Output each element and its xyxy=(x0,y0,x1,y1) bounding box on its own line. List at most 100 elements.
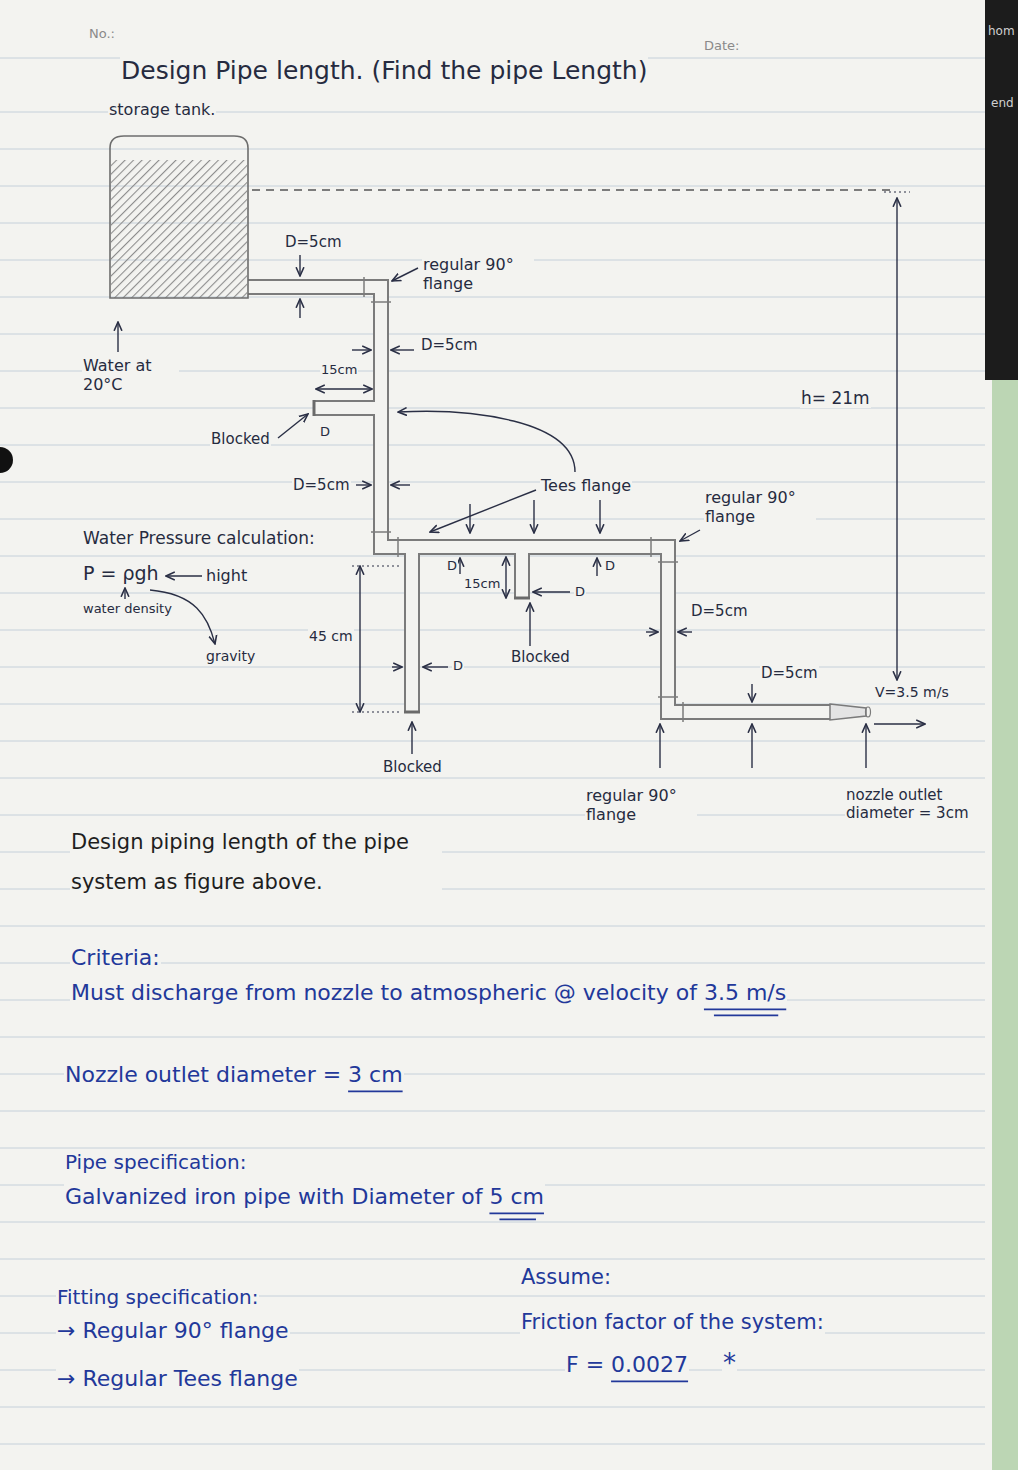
tank-outline xyxy=(110,136,248,298)
tank-outline xyxy=(108,134,250,300)
diameter-label: D=5cm xyxy=(690,602,749,620)
leader-arrow xyxy=(459,558,460,574)
tank-outline xyxy=(111,160,247,298)
water-level-line xyxy=(252,189,890,191)
ruled-line xyxy=(0,1148,985,1149)
leader-arrow xyxy=(874,723,925,724)
fitting-label: regular 90° flange xyxy=(704,488,816,526)
pipe-wall xyxy=(248,287,830,712)
blocked-label: Blocked xyxy=(382,758,443,776)
velocity-label: V=3.5 m/s xyxy=(874,684,950,701)
pipe-wall xyxy=(248,287,830,712)
green-strip xyxy=(992,380,1018,1470)
ruled-line xyxy=(0,1111,985,1112)
ruled-line xyxy=(0,815,985,816)
flange-mark xyxy=(363,277,365,297)
underline xyxy=(611,1381,688,1383)
pipe-wall xyxy=(314,402,381,414)
leader-arrow xyxy=(278,414,308,438)
flange-mark xyxy=(371,531,391,533)
mark-symbol: * xyxy=(722,1348,737,1379)
dimension-label: 15cm xyxy=(463,576,501,592)
underline xyxy=(489,1213,544,1215)
blocked-label: Blocked xyxy=(210,430,271,448)
diameter-label: D xyxy=(574,584,586,600)
leader-arrow xyxy=(411,722,412,754)
page-field: No.: xyxy=(88,26,116,42)
ruled-line xyxy=(0,926,985,927)
assumption-text: Friction factor of the system: xyxy=(520,1310,825,1335)
underline xyxy=(348,1091,403,1093)
ruled-line xyxy=(0,556,985,557)
pipe-wall xyxy=(248,287,830,712)
dimension-line xyxy=(896,198,897,680)
leader-arrow xyxy=(150,590,215,644)
leader-arrow xyxy=(599,500,600,533)
key-label: hom xyxy=(987,24,1016,38)
leader-arrow xyxy=(391,349,414,350)
underline xyxy=(714,1015,778,1017)
page-field: Date: xyxy=(703,38,740,54)
assumption-value: F = 0.0027 xyxy=(565,1352,689,1378)
spec-text: Galvanized iron pipe with Diameter of 5 … xyxy=(64,1184,545,1210)
ruled-line xyxy=(0,519,985,520)
leader-arrow xyxy=(533,500,534,533)
flange-mark xyxy=(650,537,652,557)
task-note: Design piping length of the pipe system … xyxy=(70,822,442,902)
formula: P = ρgh xyxy=(82,562,160,585)
ruled-line xyxy=(0,334,985,335)
leader-arrow xyxy=(392,268,418,281)
diameter-label: D=5cm xyxy=(420,336,479,354)
extension-line xyxy=(884,191,910,192)
nozzle xyxy=(866,707,871,717)
section-heading: Fitting specification: xyxy=(56,1285,259,1309)
dimension-label: 45 cm xyxy=(308,628,354,645)
leader-arrow xyxy=(596,558,597,576)
ruled-line xyxy=(0,593,985,594)
extension-line xyxy=(352,565,402,566)
diameter-label: D xyxy=(446,558,458,574)
dimension-line xyxy=(359,566,360,712)
leader-arrow xyxy=(751,684,752,702)
ruled-line xyxy=(0,149,985,150)
diameter-label: D=5cm xyxy=(284,233,343,251)
storage-tank: storage tank. xyxy=(108,100,250,300)
leader-arrow xyxy=(356,484,371,485)
leader-arrow xyxy=(299,255,300,276)
leader-arrow xyxy=(392,666,402,667)
leader-arrow xyxy=(865,724,866,768)
ruled-line xyxy=(0,1259,985,1260)
dimension-line xyxy=(316,388,372,389)
spec-item: → Regular Tees flange xyxy=(56,1366,299,1392)
pipe-wall xyxy=(314,400,381,416)
key-label: end xyxy=(990,96,1015,110)
nozzle xyxy=(830,704,866,720)
ruled-line xyxy=(0,1407,985,1408)
diameter-label: D xyxy=(604,558,616,574)
ruled-line xyxy=(0,482,985,483)
formula-note: water density xyxy=(82,601,173,617)
leader-arrow xyxy=(118,255,925,768)
fluid-label: Water at 20°C xyxy=(82,356,179,394)
diameter-label: D=5cm xyxy=(292,476,351,494)
pipe-wall xyxy=(404,547,420,712)
leader-arrow xyxy=(678,631,692,632)
section-heading: Criteria: xyxy=(70,945,161,971)
spec-item: → Regular 90° flange xyxy=(56,1318,290,1344)
dimension-line xyxy=(505,557,506,598)
leader-arrow xyxy=(299,299,300,318)
ruled-line xyxy=(0,778,985,779)
flange-mark xyxy=(371,301,391,303)
water-level-line xyxy=(252,190,890,191)
node-heading: storage tank. xyxy=(108,100,216,119)
leader-arrow xyxy=(659,724,660,768)
blocked-cap xyxy=(314,400,530,712)
diameter-label: D=5cm xyxy=(760,664,819,682)
criteria-text: Must discharge from nozzle to atmospheri… xyxy=(70,980,787,1006)
diameter-label: D xyxy=(452,658,464,674)
pipe-wall xyxy=(406,547,418,712)
ruled-line xyxy=(0,741,985,742)
ruled-line xyxy=(0,630,985,631)
leader-arrow xyxy=(680,530,700,541)
leader-arrow xyxy=(533,591,570,592)
